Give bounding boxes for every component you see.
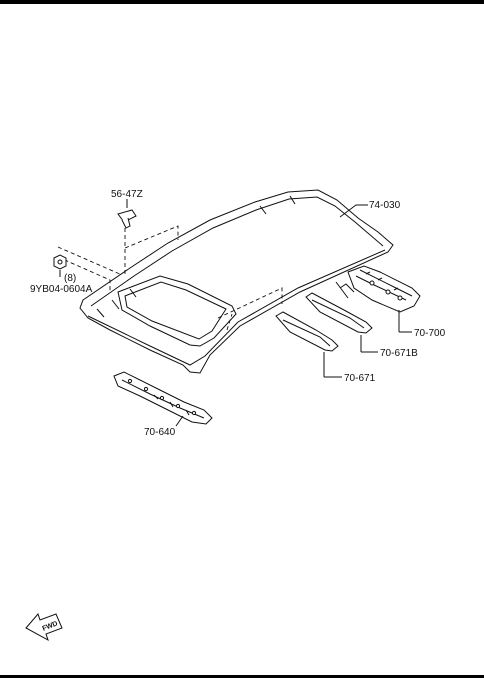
fwd-arrow-icon: FWD	[25, 613, 63, 642]
roof-panel	[79, 189, 394, 374]
rail-b-part	[305, 281, 378, 353]
dashed-leaders	[57, 225, 283, 331]
rear-rail-part	[347, 265, 421, 333]
front-rail-part	[113, 371, 213, 427]
label-grommet: 56-47Z	[111, 189, 143, 200]
sunroof-opening	[117, 275, 237, 347]
label-front-rail: 70-640	[144, 427, 176, 438]
rail-a-part	[275, 311, 342, 378]
roof-leader	[339, 204, 368, 218]
label-roof-panel: 74-030	[369, 200, 401, 211]
label-nut-qty: (8)	[64, 273, 76, 284]
bottom-border	[0, 675, 484, 678]
nut-part	[53, 254, 67, 277]
label-nut-part: 9YB04-0604A	[30, 284, 93, 295]
label-rail-a: 70-671	[344, 373, 376, 384]
top-border	[0, 0, 484, 4]
label-rear-rail: 70-700	[414, 328, 446, 339]
grommet-part	[117, 199, 137, 229]
label-rail-b: 70-671B	[380, 348, 418, 359]
